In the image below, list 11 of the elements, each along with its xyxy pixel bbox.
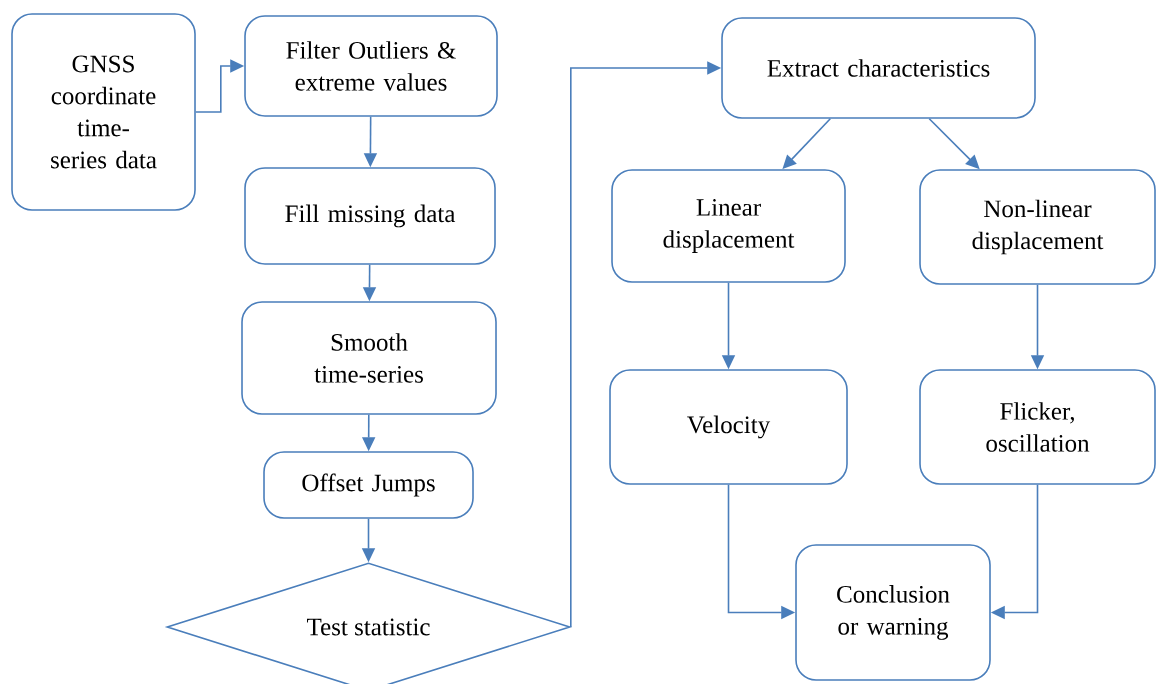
process-box: Smooth time-series: [241, 301, 497, 415]
process-box: Filter Outliers & extreme values: [244, 15, 498, 117]
process-box: Extract characteristics: [721, 17, 1036, 119]
process-box: Conclusion or warning: [795, 544, 991, 681]
process-box: Fill missing data: [244, 167, 496, 265]
process-box: GNSS coordinate time-series data: [11, 13, 196, 211]
process-box: Offset Jumps: [263, 451, 474, 519]
process-box: Linear displacement: [611, 169, 846, 283]
process-box: Flicker, oscillation: [919, 369, 1156, 485]
process-box: Velocity: [609, 369, 848, 485]
process-box: Non-linear displacement: [919, 169, 1156, 285]
